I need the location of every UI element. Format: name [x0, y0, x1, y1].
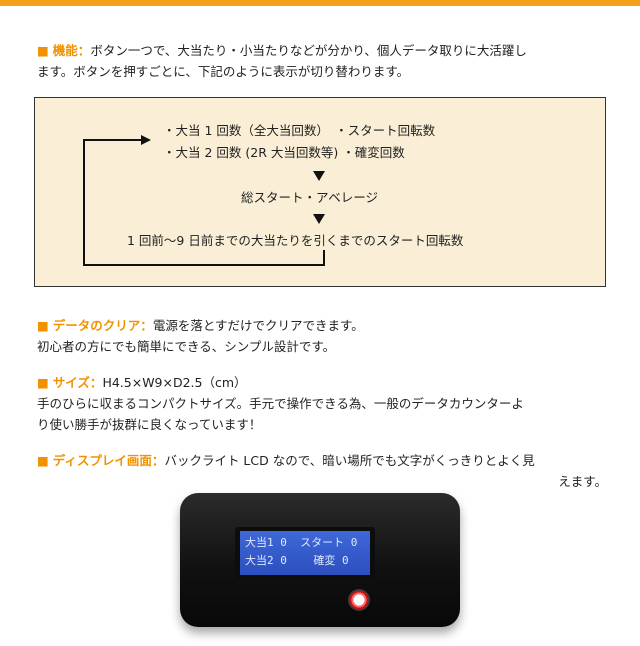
display-text-1: バックライト LCD なので、暗い場所でも文字がくっきりとよく見 — [164, 453, 535, 468]
square-bullet-icon: ■ — [37, 375, 49, 390]
data-clear-paragraph: ■ データのクリア：電源を落とすだけでクリアできます。 初心者の方にでも簡単にで… — [37, 315, 607, 357]
device-body: 大当1 0 スタート 0 大当2 0 確変 0 — [180, 493, 460, 627]
display-text-2: えます。 — [558, 474, 607, 489]
device-button-icon — [348, 589, 370, 611]
lcd-line-2: 大当2 0 確変 0 — [245, 554, 349, 567]
feature-label: 機能： — [52, 43, 91, 58]
size-label: サイズ： — [52, 375, 103, 390]
loop-line-left — [83, 139, 85, 266]
size-paragraph: ■ サイズ：H4.5×W9×D2.5（cm） 手のひらに収まるコンパクトサイズ。… — [37, 372, 607, 435]
data-clear-text-2: 初心者の方にでも簡単にできる、シンプル設計です。 — [37, 339, 336, 354]
loop-line-down — [323, 250, 325, 266]
square-bullet-icon: ■ — [37, 318, 49, 333]
display-label: ディスプレイ画面： — [52, 453, 165, 468]
top-accent-bar — [0, 0, 640, 6]
data-clear-label: データのクリア： — [52, 318, 153, 333]
down-arrow-icon — [313, 214, 325, 224]
feature-paragraph: ■ 機能：ボタン一つで、大当たり・小当たりなどが分かり、個人データ取りに大活躍し… — [37, 40, 607, 82]
right-arrow-icon — [141, 135, 151, 145]
diagram-row-1: ・大当 1 回数（全大当回数） ・スタート回転数 — [163, 123, 436, 138]
diagram-row-2: ・大当 2 回数 (2R 大当回数等) ・確変回数 — [163, 145, 405, 160]
lcd-screen: 大当1 0 スタート 0 大当2 0 確変 0 — [240, 531, 370, 575]
square-bullet-icon: ■ — [37, 453, 49, 468]
lcd-line-1: 大当1 0 スタート 0 — [245, 536, 358, 549]
size-text-2: 手のひらに収まるコンパクトサイズ。手元で操作できる為、一般のデータカウンターよ — [37, 396, 524, 411]
loop-line-bottom — [83, 264, 325, 266]
down-arrow-icon — [313, 171, 325, 181]
square-bullet-icon: ■ — [37, 43, 49, 58]
diagram-row-4: 1 回前〜9 日前までの大当たりを引くまでのスタート回転数 — [127, 233, 464, 248]
feature-text-1: ボタン一つで、大当たり・小当たりなどが分かり、個人データ取りに大活躍し — [90, 43, 527, 58]
data-clear-text-1: 電源を落とすだけでクリアできます。 — [152, 318, 364, 333]
lcd-frame: 大当1 0 スタート 0 大当2 0 確変 0 — [235, 527, 375, 579]
counter-device-image: 大当1 0 スタート 0 大当2 0 確変 0 — [172, 485, 468, 635]
size-text-3: り使い勝手が抜群に良くなっています！ — [37, 417, 262, 432]
display-cycle-diagram: ・大当 1 回数（全大当回数） ・スタート回転数 ・大当 2 回数 (2R 大当… — [34, 97, 606, 287]
display-paragraph: ■ ディスプレイ画面：バックライト LCD なので、暗い場所でも文字がくっきりと… — [37, 450, 607, 492]
size-text-1: H4.5×W9×D2.5（cm） — [102, 375, 247, 390]
diagram-row-3: 総スタート・アベレージ — [241, 190, 379, 205]
loop-line-top — [83, 139, 143, 141]
feature-text-2: ます。ボタンを押すごとに、下記のように表示が切り替わります。 — [37, 64, 410, 79]
